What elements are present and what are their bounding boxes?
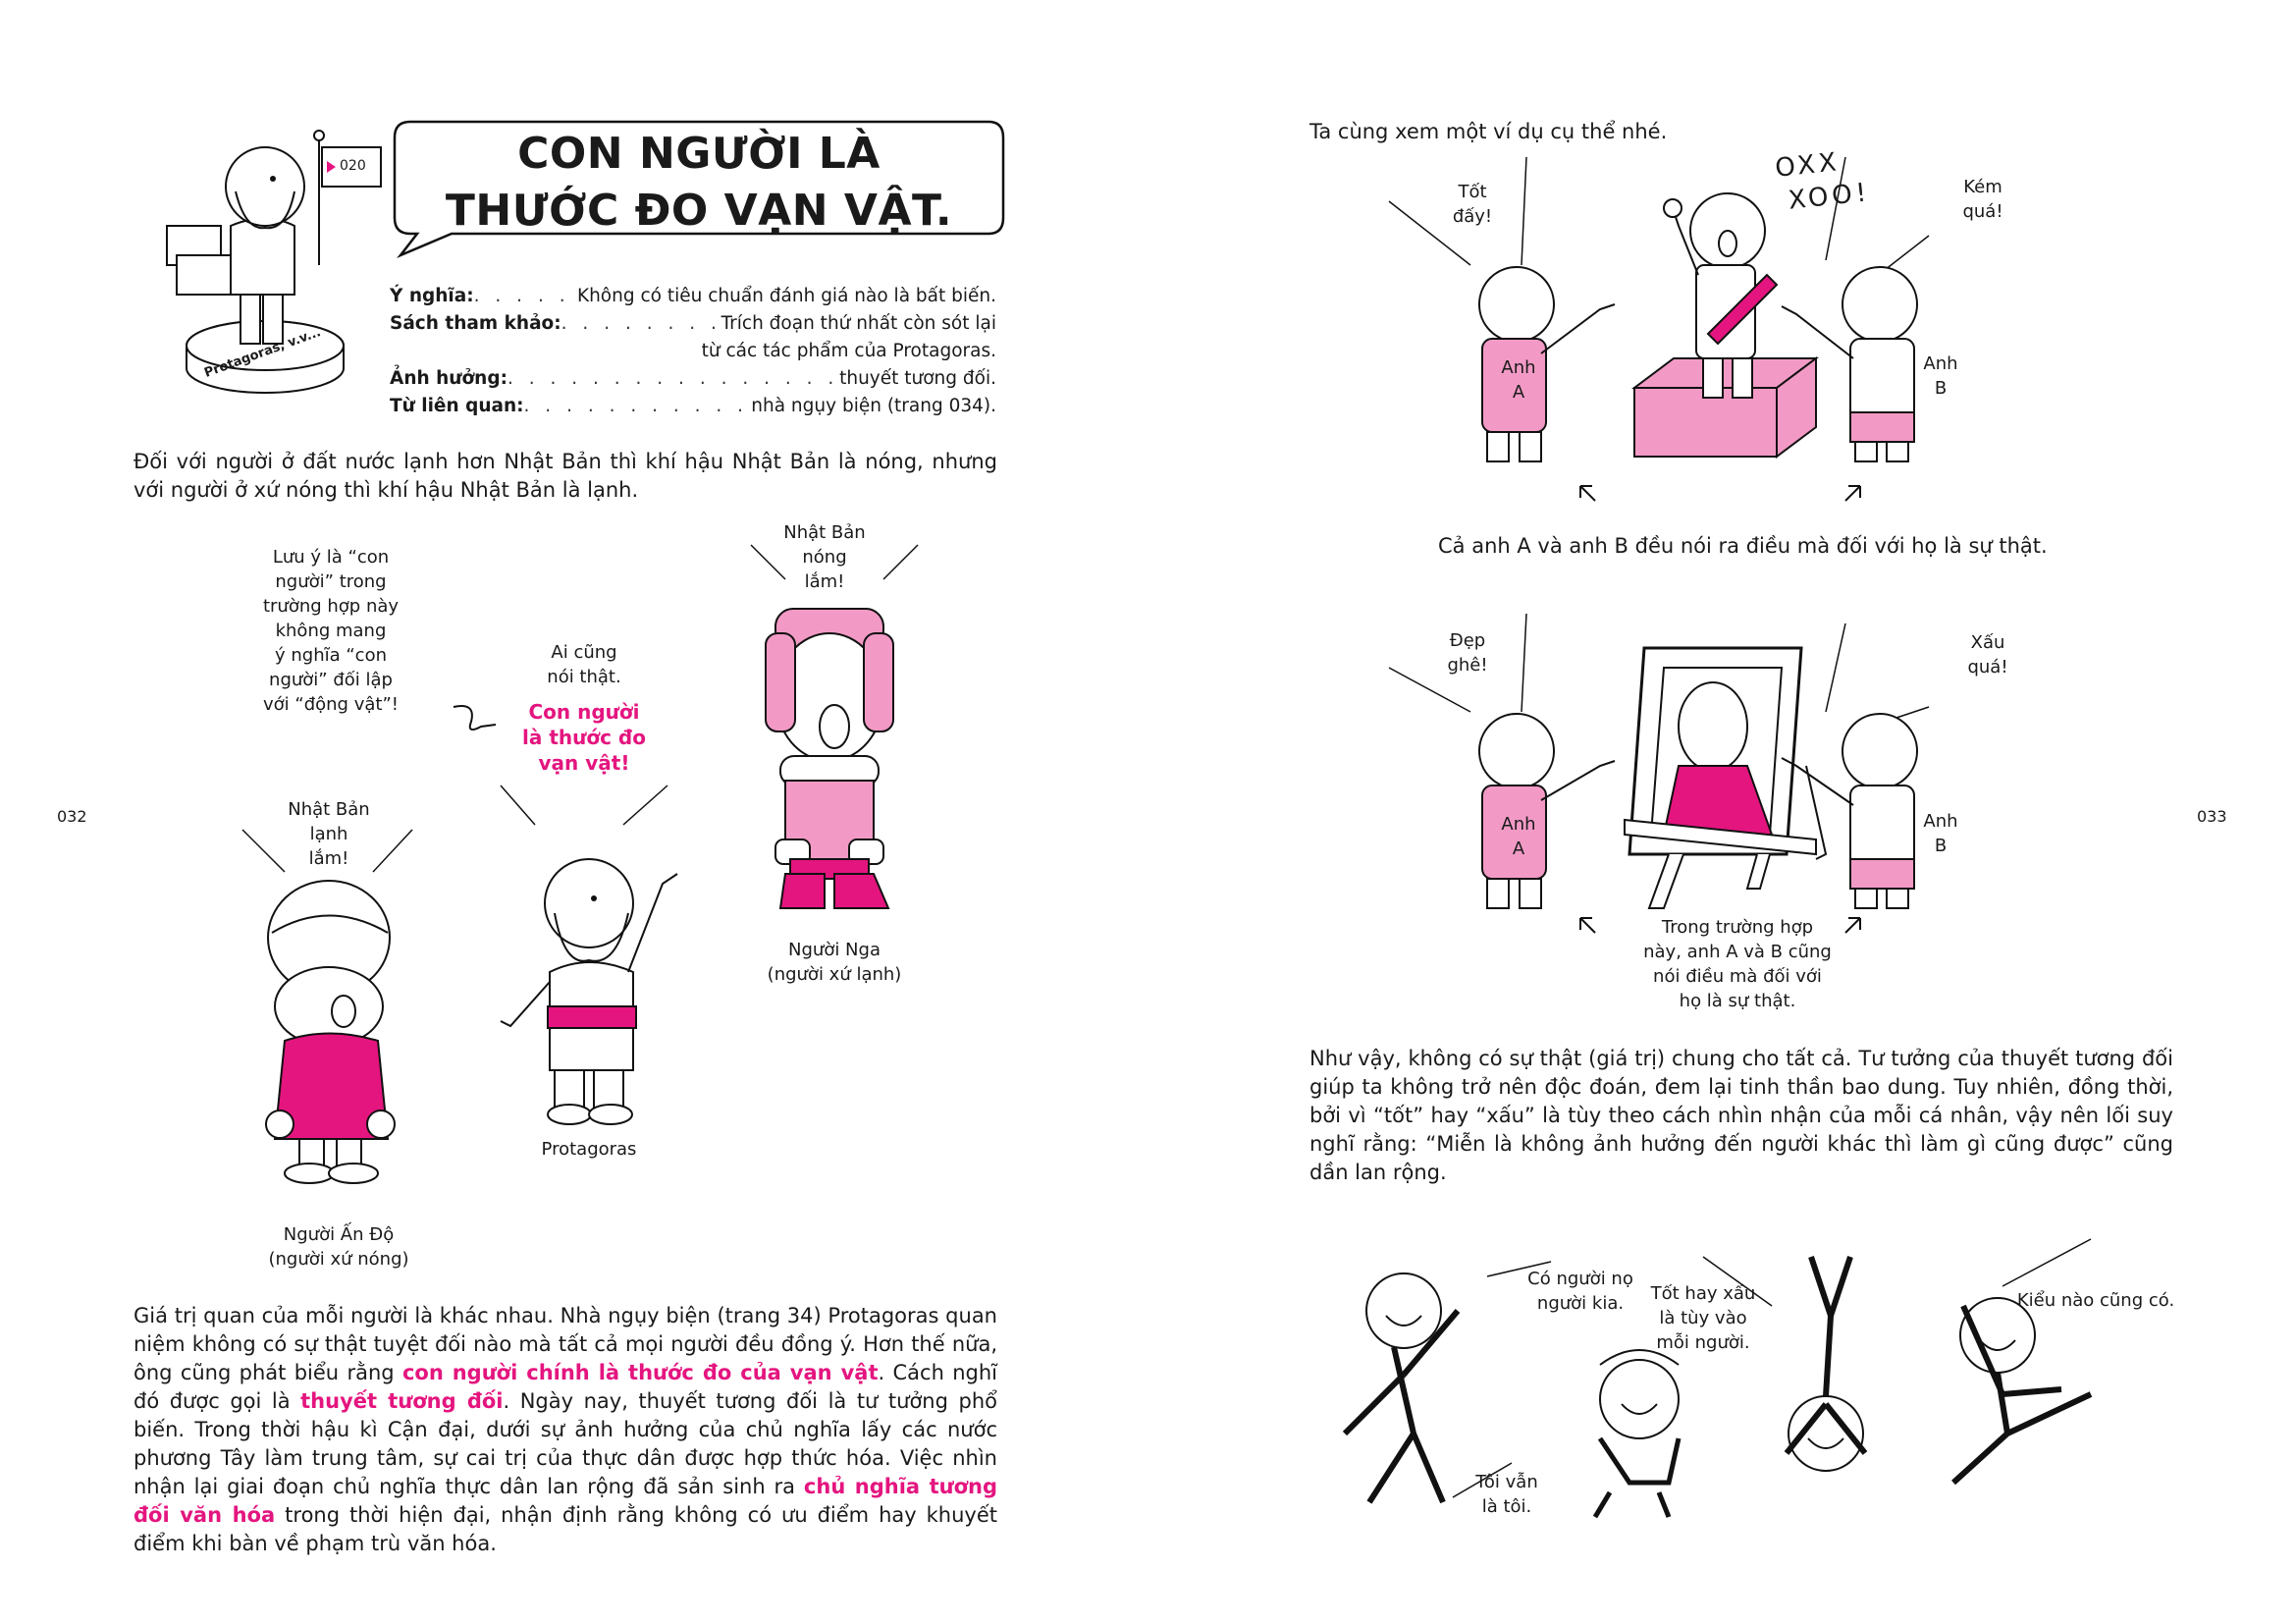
indian-figure (265, 880, 396, 1184)
speech-lines-russian (750, 544, 919, 580)
scene-2-illustration (1388, 613, 1930, 934)
meta-meaning: Ý nghĩa:Không có tiêu chuẩn đánh giá nào… (390, 283, 996, 310)
caption-indian: Người Ấn Độ(người xứ nóng) (268, 1224, 409, 1270)
scene-1-illustration (1388, 156, 1930, 502)
caption-russian: Người Nga(người xứ lạnh) (767, 940, 902, 985)
title-line-2: THƯỚC ĐO VẠN VẬT. (445, 186, 953, 236)
caption-protagoras: Protagoras (541, 1139, 637, 1160)
page-number-right: 033 (2197, 807, 2227, 826)
right-intro: Ta cùng xem một ví dụ cụ thể nhé. (1309, 120, 1668, 143)
bubble-3: Kiểu nào cũng có. (2016, 1290, 2175, 1311)
right-main-paragraph: Như vậy, không có sự thật (giá trị) chun… (1309, 1047, 2173, 1184)
speech-lines-indian (241, 829, 413, 873)
left-intro-paragraph: Đối với người ở đất nước lạnh hơn Nhật B… (133, 450, 997, 502)
caption-scene-1: Cả anh A và anh B đều nói ra điều mà đối… (1438, 534, 2048, 558)
russian-figure (765, 608, 894, 909)
bottom-figures-illustration (1342, 1238, 2093, 1519)
meta-reference: Sách tham khảo:Trích đoạn thứ nhất còn s… (390, 310, 996, 338)
title-bubble (393, 120, 1005, 259)
meta-influence: Ảnh hưởng:thuyết tương đối. (390, 365, 996, 393)
protagoras-statue-illustration (166, 130, 382, 394)
meta-related: Từ liên quan:nhà ngụy biện (trang 034). (390, 393, 996, 420)
highlight-measure: con người chính là thước đo của vạn vật (401, 1361, 879, 1384)
note-arrow (453, 705, 497, 731)
speech-lines-protagoras (500, 785, 668, 826)
page-title: CON NGƯỜI LÀ THƯỚC ĐO VẠN VẬT. (395, 126, 1003, 240)
meta-info: Ý nghĩa:Không có tiêu chuẩn đánh giá nào… (390, 283, 996, 420)
title-line-1: CON NGƯỜI LÀ (517, 129, 881, 179)
left-main-paragraph: Giá trị quan của mỗi người là khác nhau.… (133, 1304, 998, 1555)
highlight-cultural-relativism: chủ nghĩa tương đối văn hóa (133, 1475, 997, 1527)
page-number-left: 032 (57, 807, 87, 826)
protagoras-figure (500, 858, 678, 1125)
highlight-relativism: thuyết tương đối (300, 1389, 504, 1413)
chapter-badge: 020 (340, 158, 366, 174)
meta-reference-2: từ các tác phẩm của Protagoras. (701, 341, 996, 361)
